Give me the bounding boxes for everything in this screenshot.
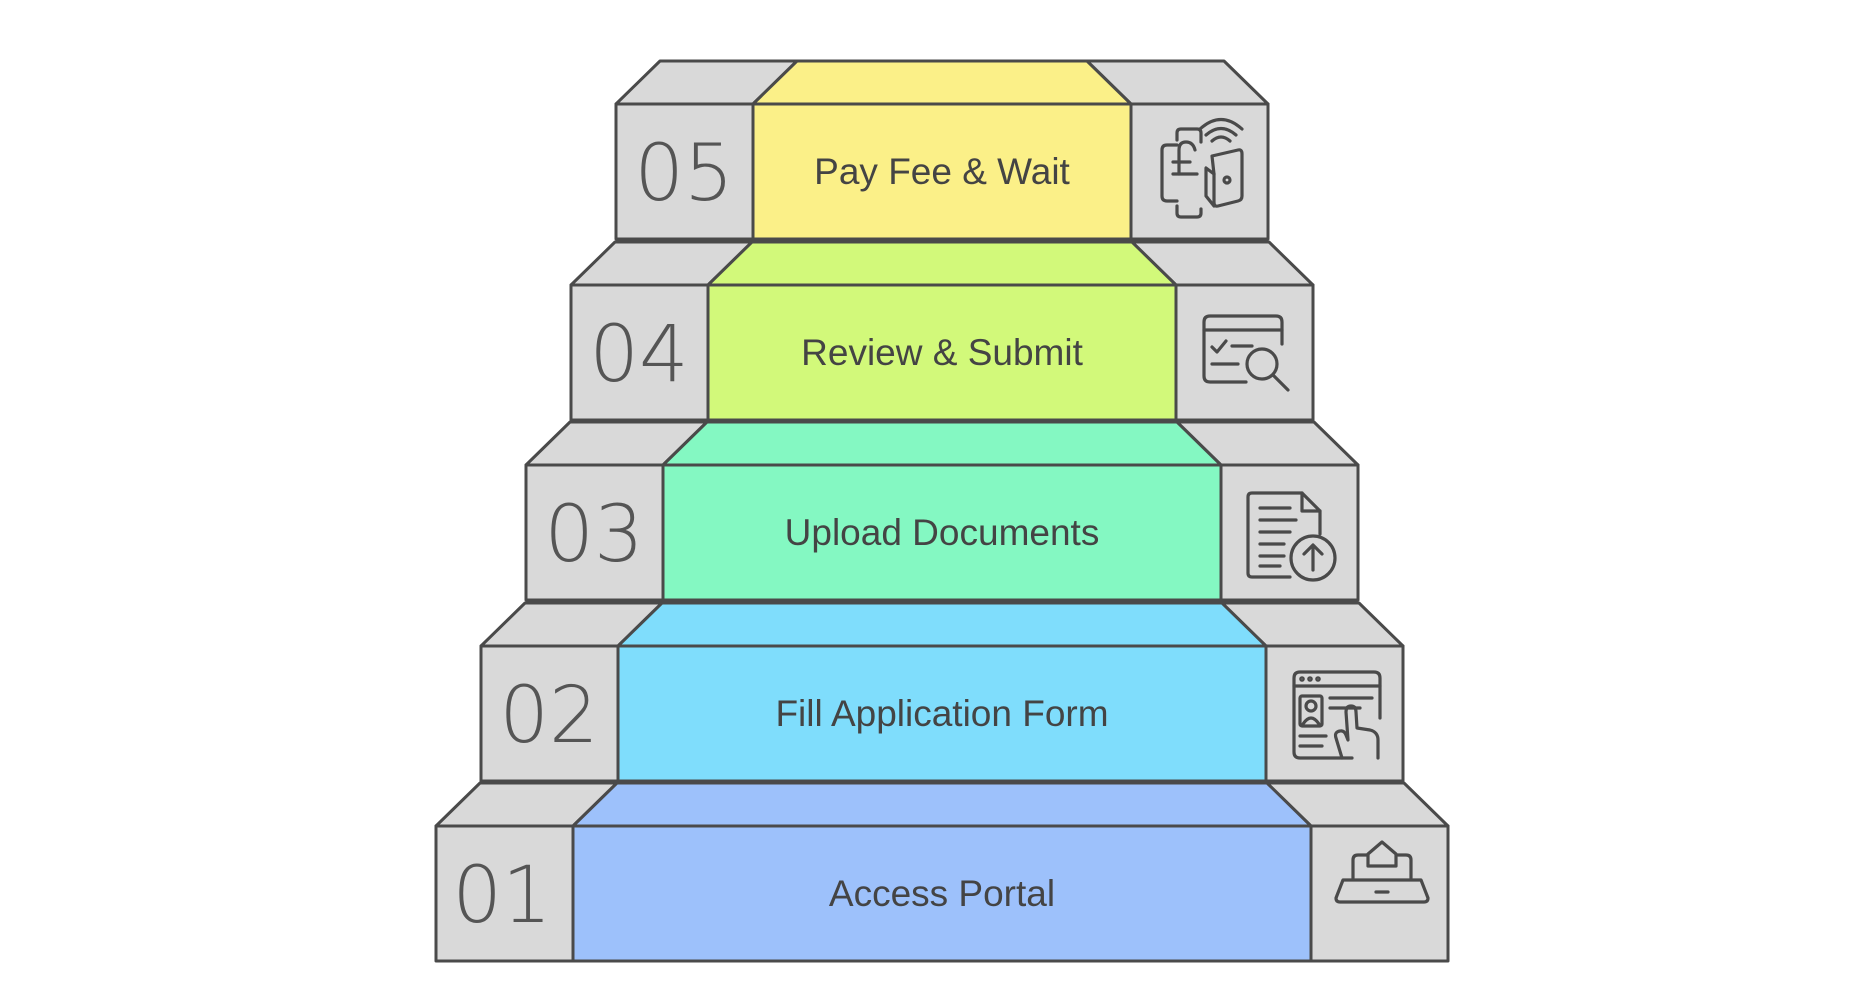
step-03-number-box bbox=[524, 463, 665, 602]
step-02-number: 02 bbox=[499, 671, 598, 761]
step-01-number-box bbox=[434, 824, 575, 963]
laptop-home-icon bbox=[1334, 840, 1430, 904]
online-form-hand-icon bbox=[1292, 670, 1382, 760]
step-05-label: Pay Fee & Wait bbox=[814, 151, 1070, 192]
step-04-number: 04 bbox=[589, 310, 688, 400]
step-05: 05 Pay Fee & Wait bbox=[614, 59, 1270, 241]
step-01: 01 Access Portal bbox=[434, 781, 1450, 963]
step-05-number: 05 bbox=[634, 129, 733, 219]
step-03-number: 03 bbox=[544, 490, 643, 580]
step-03: 03 Upload Documents bbox=[524, 420, 1360, 602]
document-search-check-icon bbox=[1202, 314, 1290, 392]
step-03-center-top bbox=[661, 420, 1223, 467]
contactless-pound-payment-icon bbox=[1160, 117, 1244, 219]
step-02: 02 Fill Application Form bbox=[479, 601, 1405, 783]
step-04: 04 Review & Submit bbox=[569, 240, 1315, 422]
step-04-label: Review & Submit bbox=[801, 332, 1083, 373]
step-02-center-top bbox=[616, 601, 1268, 648]
step-05-icon-box bbox=[1129, 102, 1270, 241]
step-01-center-top bbox=[571, 781, 1313, 828]
step-03-label-box bbox=[661, 463, 1223, 602]
step-05-label-box bbox=[751, 102, 1133, 241]
step-04-icon-box bbox=[1174, 283, 1315, 422]
step-02-number-box bbox=[479, 644, 620, 783]
step-01-label: Access Portal bbox=[829, 873, 1055, 914]
step-04-center-top bbox=[706, 240, 1178, 287]
step-02-icon-box bbox=[1264, 644, 1405, 783]
step-04-number-box bbox=[569, 283, 710, 422]
step-05-center-top bbox=[751, 59, 1133, 106]
step-01-label-box bbox=[571, 824, 1313, 963]
document-upload-icon bbox=[1246, 491, 1337, 582]
step-03-label: Upload Documents bbox=[785, 512, 1100, 553]
step-02-label: Fill Application Form bbox=[775, 693, 1108, 734]
step-01-number: 01 bbox=[452, 851, 551, 941]
